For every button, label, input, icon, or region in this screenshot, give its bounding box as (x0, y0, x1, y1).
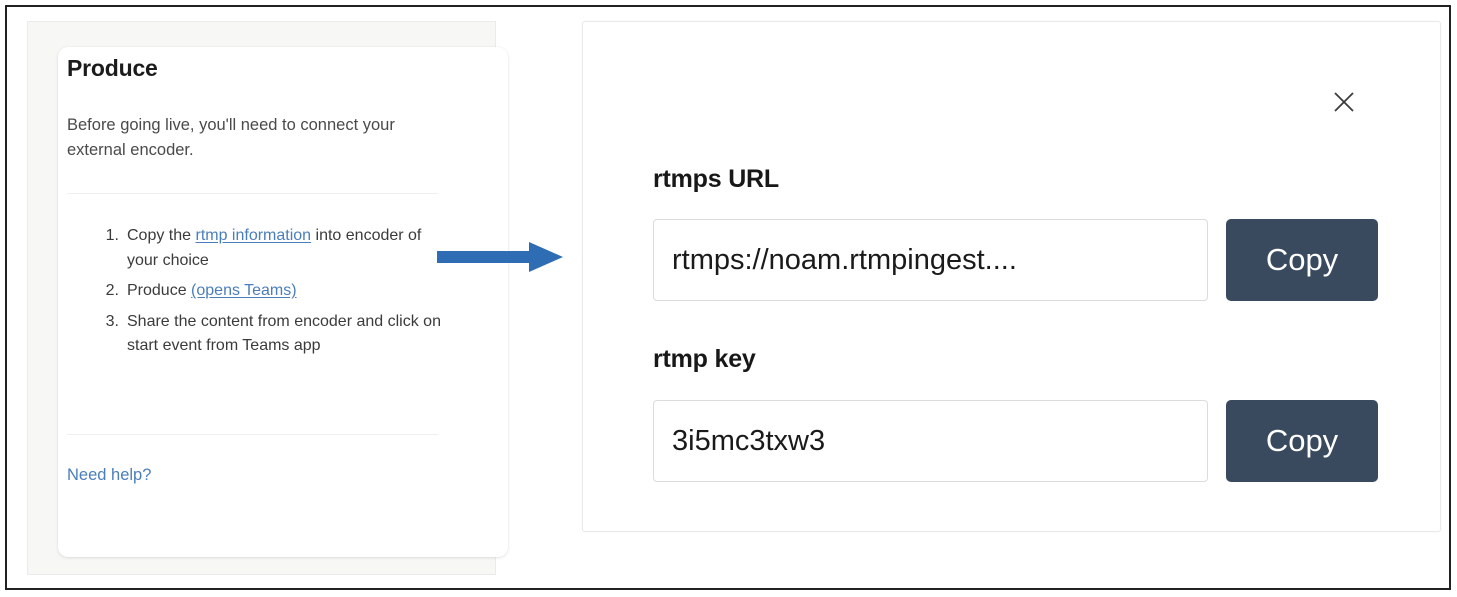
copy-rtmps-url-button[interactable]: Copy (1226, 219, 1378, 301)
rtmps-url-input[interactable] (653, 219, 1208, 301)
list-item: 2. Produce (opens Teams) (67, 279, 442, 304)
produce-panel-shell: Produce Before going live, you'll need t… (27, 21, 508, 575)
divider-top (67, 193, 438, 194)
close-icon[interactable] (1325, 83, 1363, 121)
produce-subtitle: Before going live, you'll need to connec… (67, 116, 395, 159)
step-number: 1. (105, 227, 119, 244)
rtmp-key-label: rtmp key (653, 345, 756, 373)
rtmps-url-label: rtmps URL (653, 165, 779, 193)
produce-steps-list: 1. Copy the rtmp information into encode… (67, 224, 442, 365)
rtmp-key-input[interactable] (653, 400, 1208, 482)
copy-rtmp-key-button[interactable]: Copy (1226, 400, 1378, 482)
rtmp-key-row: Copy (653, 400, 1379, 482)
step-text-before: Share the content from encoder and click… (127, 312, 441, 355)
divider-bottom (67, 434, 438, 435)
step-text-before: Copy the (127, 227, 196, 244)
list-item: 1. Copy the rtmp information into encode… (67, 224, 442, 273)
step-number: 2. (105, 282, 119, 299)
step-number: 3. (105, 312, 119, 330)
produce-card (58, 47, 508, 557)
rtmps-url-row: Copy (653, 219, 1379, 301)
produce-title: Produce (67, 55, 158, 81)
step-text-before: Produce (127, 282, 192, 299)
outer-frame: Produce Before going live, you'll need t… (5, 5, 1451, 590)
step-text-after: into encoder of your choice (127, 227, 422, 269)
rtmp-information-link[interactable]: rtmp information (195, 227, 312, 244)
opens-teams-link[interactable]: (opens Teams) (191, 282, 297, 299)
need-help-link[interactable]: Need help? (67, 466, 152, 484)
list-item: 3. Share the content from encoder and cl… (67, 310, 442, 359)
arrow-right-icon (437, 237, 567, 277)
